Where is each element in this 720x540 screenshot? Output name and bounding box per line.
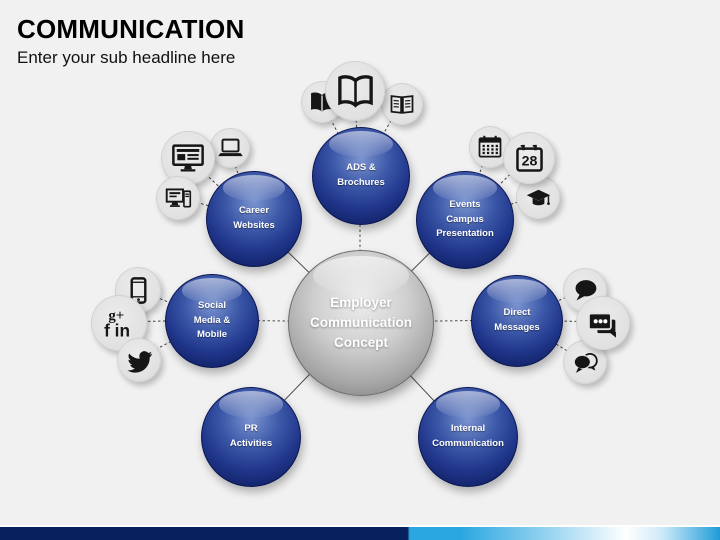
calendar-28-icon: 28 <box>512 141 547 176</box>
sphere-shine <box>487 279 547 304</box>
satellite-book-open <box>325 61 385 121</box>
center-label: Employer Communication Concept <box>309 294 412 351</box>
node-events-campus-presentation: Events Campus Presentation <box>416 171 514 269</box>
twitter-bird-icon <box>125 346 154 375</box>
book-pages-icon <box>388 90 416 118</box>
sphere-shine <box>329 131 393 158</box>
laptop-icon <box>217 135 244 162</box>
satellite-twitter-bird <box>117 338 161 382</box>
calendar-grid-icon <box>476 133 504 161</box>
node-social-media-mobile: Social Media & Mobile <box>165 274 259 368</box>
svg-text:f in: f in <box>104 321 130 341</box>
satellite-desktop-pc <box>156 176 200 220</box>
node-ads-brochures: ADS & Brochures <box>312 127 410 225</box>
node-label: Social Media & Mobile <box>193 299 231 341</box>
chat-double-icon <box>571 348 600 377</box>
satellite-monitor-form <box>161 131 215 185</box>
desktop-pc-icon <box>164 184 193 213</box>
monitor-form-icon <box>170 140 206 176</box>
node-pr-activities: PR Activities <box>201 387 301 487</box>
node-internal-communication: Internal Communication <box>418 387 518 487</box>
chat-dots-icon <box>585 305 621 341</box>
node-career-websites: Career Websites <box>206 171 302 267</box>
center-node-employer-communication-concept: Employer Communication Concept <box>288 250 434 396</box>
node-label: Internal Communication <box>432 423 504 449</box>
slide-title: COMMUNICATION <box>17 14 245 44</box>
sphere-shine <box>313 256 409 295</box>
node-direct-messages: Direct Messages <box>471 275 563 367</box>
satellite-chat-dots <box>576 296 630 350</box>
node-label: PR Activities <box>229 423 273 449</box>
svg-text:g+: g+ <box>108 308 124 324</box>
satellite-social-networks: g+f in <box>91 295 147 351</box>
grad-cap-icon <box>524 183 553 212</box>
sphere-shine <box>222 175 285 201</box>
book-open-icon <box>335 71 376 112</box>
slide-subtitle: Enter your sub headline here <box>17 48 236 67</box>
node-label: Events Campus Presentation <box>436 198 494 240</box>
chat-bubble-icon <box>571 276 600 305</box>
satellite-calendar-28: 28 <box>503 132 555 184</box>
social-networks-icon: g+f in <box>100 304 138 342</box>
svg-text:28: 28 <box>521 153 537 169</box>
sphere-shine <box>435 391 501 418</box>
node-label: Direct Messages <box>494 307 540 333</box>
node-label: ADS & Brochures <box>337 162 385 188</box>
satellite-laptop <box>210 128 250 168</box>
node-label: Career Websites <box>233 205 275 231</box>
satellite-book-pages <box>381 83 423 125</box>
bottom-accent-bar <box>0 525 720 540</box>
sphere-shine <box>218 391 284 418</box>
